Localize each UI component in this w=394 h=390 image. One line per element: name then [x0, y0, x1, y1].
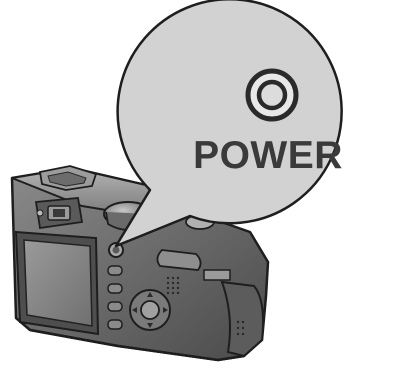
lcd-screen [24, 240, 92, 326]
callout-shape [116, 0, 342, 246]
zoom-lever [157, 250, 200, 270]
strap-lug [204, 270, 230, 280]
power-label: POWER [193, 134, 343, 177]
directional-pad [130, 290, 170, 330]
side-button [108, 320, 122, 329]
callout-bubble: POWER [116, 0, 343, 246]
side-button [108, 302, 122, 311]
side-button [108, 266, 122, 275]
side-button [108, 284, 122, 293]
power-button-icon [248, 71, 296, 119]
